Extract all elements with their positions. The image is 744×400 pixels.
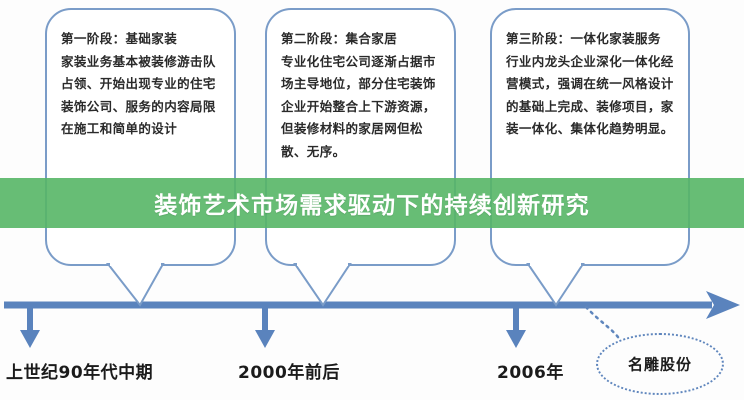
title-banner-text: 装饰艺术市场需求驱动下的持续创新研究 — [154, 193, 590, 219]
callout-leader-line — [584, 305, 622, 342]
stage-card-3-text: 第三阶段：一体化家装服务 行业内龙头企业深化一体化经营模式，强调在统一风格设计的… — [506, 31, 674, 136]
timeline-marker-arrow-1 — [20, 305, 40, 348]
timeline-arrowhead — [706, 291, 740, 319]
timeline-era-label-1: 上世纪90年代中期 — [6, 363, 154, 383]
bubble-tail-1 — [105, 263, 165, 307]
timeline-era-label-3: 2006年 — [497, 363, 564, 383]
stage-card-2-text: 第二阶段：集合家居 专业化住宅公司逐渐占据市场主导地位，部分住宅装饰企业开始整合… — [281, 31, 436, 159]
bubble-tail-3 — [526, 263, 585, 307]
timeline-marker-arrow-2 — [255, 305, 275, 348]
bubble-tail-2 — [293, 263, 352, 307]
timeline-marker-arrow-3 — [506, 305, 526, 348]
timeline-era-label-2: 2000年前后 — [238, 363, 340, 383]
company-callout-oval[interactable]: 名雕股份 — [596, 333, 724, 395]
stage-card-1-text: 第一阶段：基础家装 家装业务基本被装修游击队占领、开始出现专业的住宅装饰公司、服… — [61, 31, 216, 136]
company-callout-label: 名雕股份 — [627, 355, 692, 374]
title-banner: 装饰艺术市场需求驱动下的持续创新研究 — [0, 178, 744, 228]
